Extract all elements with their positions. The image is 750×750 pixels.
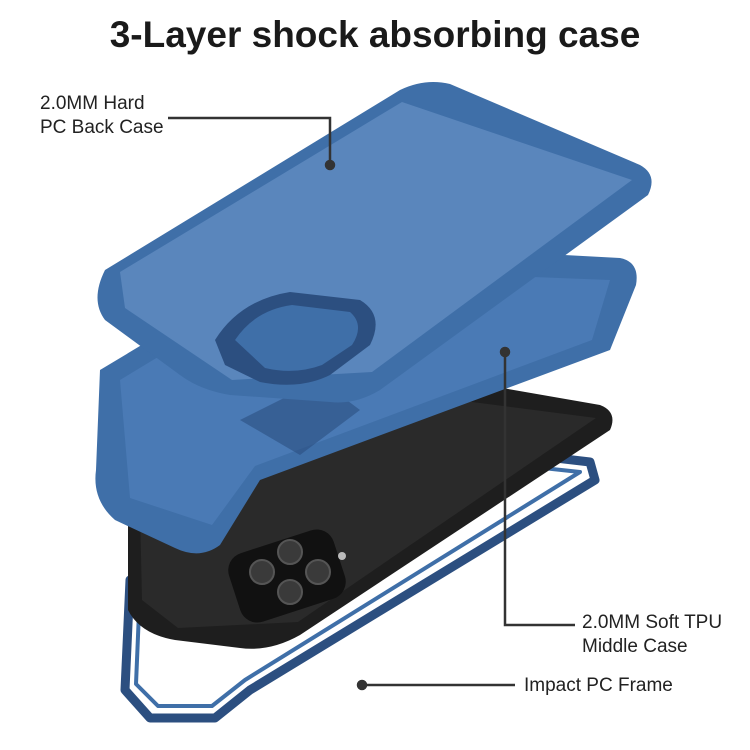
label-hard-line-2: PC Back Case [40,117,164,138]
label-tpu-line-2: Middle Case [582,636,688,657]
label-hard-pc-back-case: 2.0MM Hard PC Back Case [40,92,164,140]
leader-tpu-case [503,352,575,627]
label-hard-line-1: 2.0MM Hard [40,93,145,114]
label-impact-pc-frame: Impact PC Frame [524,675,673,696]
page-title: 3-Layer shock absorbing case [109,14,641,55]
leader-lines [168,116,575,691]
label-tpu-middle-case: 2.0MM Soft TPU Middle Case [582,611,722,659]
leader-hard-case [168,116,332,165]
label-tpu-line-1: 2.0MM Soft TPU [582,612,723,633]
phone-device [128,374,613,649]
hard-pc-back-case [97,82,652,403]
